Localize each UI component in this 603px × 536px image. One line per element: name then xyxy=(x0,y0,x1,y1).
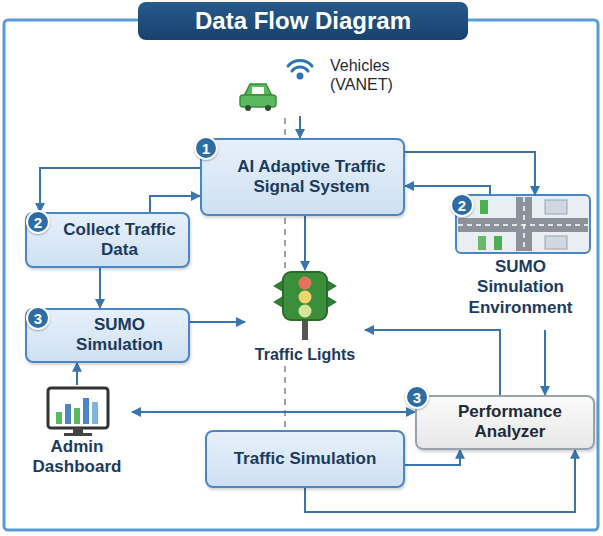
flow-arrow xyxy=(150,196,200,212)
traffic-light-node: Traffic Lights xyxy=(245,270,365,366)
flow-arrow xyxy=(132,411,415,413)
flow-arrow xyxy=(405,186,490,195)
callout-text: 2 xyxy=(458,197,466,214)
process-box: Traffic Simulation xyxy=(205,430,405,488)
callout-number: 2 xyxy=(26,210,50,234)
node-text: Performance Analyzer xyxy=(435,402,585,443)
callout-number: 1 xyxy=(194,136,218,160)
node-text: SUMO Simulation xyxy=(57,315,182,356)
flow-arrow xyxy=(405,450,460,465)
flow-arrow xyxy=(365,330,500,395)
node-text: Collect Traffic Data xyxy=(57,220,182,261)
dashboard-node: Admin Dashboard xyxy=(22,385,132,485)
node-text: Traffic Simulation xyxy=(234,449,377,469)
flow-arrow xyxy=(190,321,245,323)
flow-arrow xyxy=(304,216,306,270)
wifi-icon xyxy=(288,61,312,78)
vehicle-node: Vehicles (VANET) xyxy=(240,52,430,116)
intersection-icon xyxy=(456,195,590,253)
flow-arrow xyxy=(40,168,200,212)
flow-arrow xyxy=(544,330,546,395)
node-text: SUMO Simulation Environment xyxy=(450,257,591,318)
flow-arrow xyxy=(99,268,101,308)
callout-number: 3 xyxy=(405,385,429,409)
car-icon xyxy=(240,84,276,111)
outer-frame xyxy=(4,20,598,530)
callout-text: 1 xyxy=(202,140,210,157)
callout-text: 3 xyxy=(413,389,421,406)
callout-number: 2 xyxy=(450,193,474,217)
flow-arrow xyxy=(405,152,535,195)
node-text: Traffic Lights xyxy=(253,345,357,364)
traffic-light-icon xyxy=(273,272,337,340)
flow-arrow xyxy=(76,363,78,385)
flow-arrow xyxy=(299,116,301,138)
title-band: Data Flow Diagram xyxy=(138,2,468,40)
process-box: AI Adaptive Traffic Signal System xyxy=(200,138,405,216)
callout-text: 2 xyxy=(34,214,42,231)
node-text: Vehicles (VANET) xyxy=(330,56,430,94)
node-text: AI Adaptive Traffic Signal System xyxy=(228,157,395,198)
callout-number: 3 xyxy=(26,306,50,330)
callout-text: 3 xyxy=(34,310,42,327)
node-text: Admin Dashboard xyxy=(22,437,132,478)
simulation-node: SUMO Simulation Environment xyxy=(448,195,593,330)
process-box: Performance Analyzer xyxy=(415,395,595,450)
monitor-icon xyxy=(48,388,108,436)
title-text: Data Flow Diagram xyxy=(195,7,411,35)
